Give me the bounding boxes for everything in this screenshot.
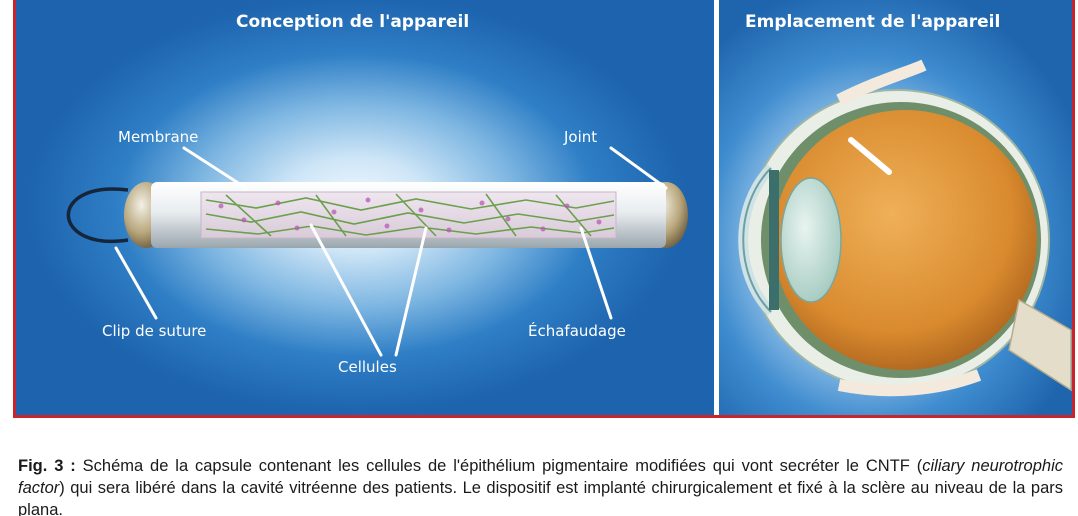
figure-frame: Conception de l'appareil	[13, 0, 1075, 418]
capsule-illustration	[66, 146, 688, 357]
figure-caption: Fig. 3 : Schéma de la capsule contenant …	[18, 455, 1063, 516]
device-placement-panel: Emplacement de l'appareil	[719, 0, 1072, 415]
figure-number: Fig. 3 :	[18, 457, 76, 475]
eye-cross-section	[738, 59, 1072, 397]
cellules-leader-1	[309, 223, 383, 357]
cellules-label: Cellules	[338, 358, 397, 376]
echafaudage-leader	[579, 226, 613, 320]
cell-nuclei	[218, 197, 602, 233]
cells-pattern	[205, 193, 615, 237]
device-design-title: Conception de l'appareil	[236, 12, 470, 32]
caption-text-2: ) qui sera libéré dans la cavité vitréen…	[18, 479, 1063, 516]
membrane-leader	[182, 146, 248, 190]
joint-leader	[609, 146, 668, 190]
panel-divider	[714, 0, 719, 415]
caption-text-1: Schéma de la capsule contenant les cellu…	[75, 457, 923, 475]
extraocular-muscle-top	[836, 59, 927, 106]
lens	[780, 177, 842, 303]
cellules-leader-2	[394, 226, 428, 357]
membrane-label: Membrane	[118, 128, 199, 146]
extraocular-muscle-bottom	[837, 369, 982, 397]
joint-label: Joint	[564, 128, 598, 146]
suture-clip-label: Clip de suture	[102, 322, 207, 340]
iris	[769, 170, 779, 310]
suture-clip	[66, 187, 129, 244]
caption-italic: ciliary neurotrophic factor	[18, 457, 1063, 497]
clip-leader	[114, 246, 158, 320]
implanted-device	[848, 137, 892, 175]
cell-scaffold	[200, 191, 617, 239]
device-design-panel: Conception de l'appareil	[16, 0, 714, 415]
vitreous-cavity	[773, 110, 1037, 370]
device-placement-title: Emplacement de l'appareil	[745, 12, 1001, 32]
echafaudage-label: Échafaudage	[528, 322, 626, 340]
optic-nerve	[1008, 298, 1072, 392]
